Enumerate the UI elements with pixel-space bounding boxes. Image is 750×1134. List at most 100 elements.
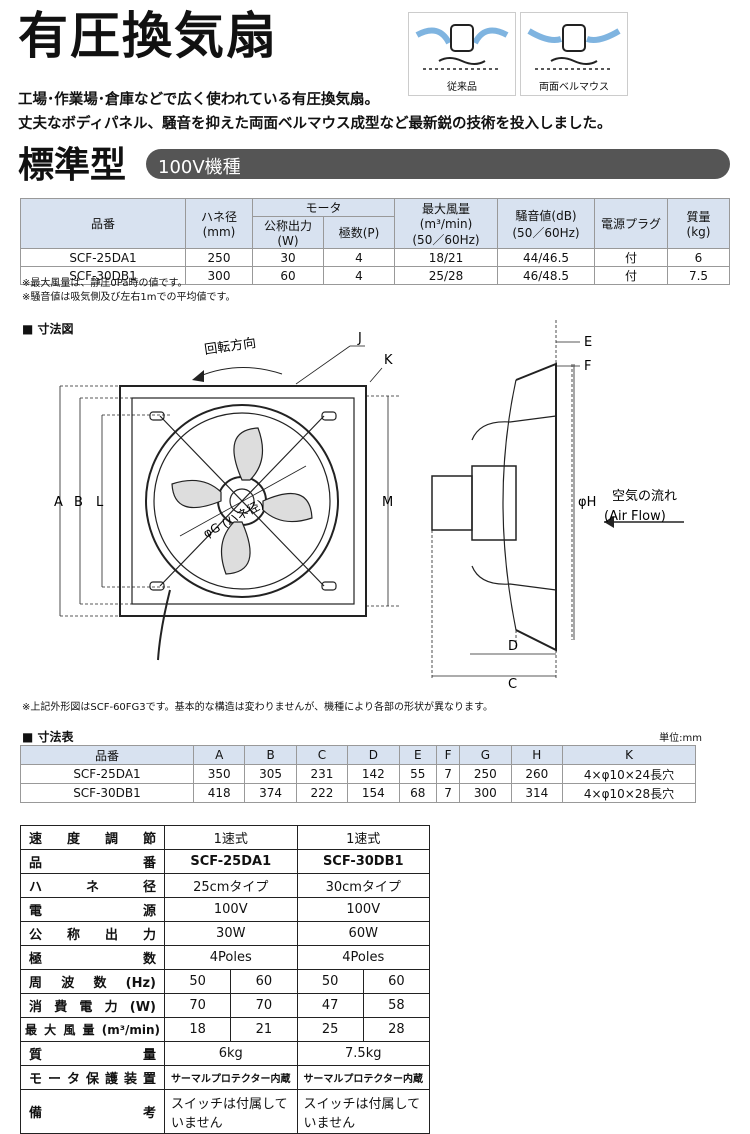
spec-value: SCF-30DB1 — [296, 849, 430, 874]
spec-value: 70 — [163, 993, 232, 1018]
cell: 60 — [252, 266, 324, 285]
cell: 18/21 — [394, 248, 498, 267]
cell: 142 — [347, 764, 400, 784]
note-noise: ※騒音値は吸気側及び左右1mでの平均値です。 — [22, 292, 236, 303]
airflow-label: 空気の流れ — [612, 488, 677, 504]
cell: 231 — [295, 764, 349, 784]
cell: 300 — [459, 783, 512, 803]
cell: 314 — [510, 783, 564, 803]
drawing-section-title: ■ 寸法図 — [22, 322, 74, 336]
spec-table: 品番 ハネ径(mm) モータ 最大風量(m³/min)(50／60Hz) 騒音値… — [20, 198, 730, 285]
spec-label: 備考 — [20, 1089, 165, 1134]
cell: 30 — [252, 248, 324, 267]
intro-line-2: 丈夫なボディパネル、騒音を抑えた両面ベルマウス成型など最新鋭の技術を投入しました… — [18, 116, 612, 132]
cell: 4 — [323, 266, 395, 285]
cell: 7 — [435, 783, 461, 803]
spec-label: 電源 — [20, 897, 165, 922]
col-motor: モータ — [252, 198, 395, 217]
dim-col: D — [347, 745, 400, 765]
cell: 374 — [244, 783, 297, 803]
col-noise: 騒音値(dB)(50／60Hz) — [497, 198, 595, 249]
spec-row-remarks: 備考スイッチは付属していませんスイッチは付属していません — [20, 1089, 430, 1134]
cell: 305 — [244, 764, 297, 784]
col-weight: 質量(kg) — [667, 198, 730, 249]
col-plug: 電源プラグ — [594, 198, 668, 249]
cell: SCF-25DA1 — [20, 248, 186, 267]
spec-label: 極数 — [20, 945, 165, 970]
spec-label: 公称出力 — [20, 921, 165, 946]
spec-label: 品番 — [20, 849, 165, 874]
spec-value: 70 — [230, 993, 298, 1018]
spec-label: 周波数(Hz) — [20, 969, 165, 994]
cell: 250 — [185, 248, 253, 267]
bellmouth-airflow-icon: 両面ベルマウス — [520, 12, 628, 96]
spec-value: 1速式 — [164, 825, 298, 850]
dimension-drawing: 回転方向 A B L M J K C D E F φH φG (ハネ径) 空気の… — [54, 320, 684, 690]
col-airflow-label: 最大風量(m³/min) — [419, 201, 473, 231]
dim-col: A — [192, 745, 246, 765]
dim-letter-L: L — [96, 495, 104, 510]
col-noise-label: 騒音値(dB) — [515, 208, 577, 223]
icon-caption-bellmouth: 両面ベルマウス — [539, 82, 609, 93]
spec-value: 60 — [230, 969, 298, 994]
cell: 250 — [459, 764, 512, 784]
dim-letter-J: J — [357, 331, 362, 346]
dim-col: E — [398, 745, 437, 765]
spec-label: 質量 — [20, 1041, 165, 1066]
cell: SCF-30DB1 — [20, 783, 194, 803]
cell: 付 — [594, 248, 668, 267]
dim-letter-F: F — [584, 359, 591, 374]
cell: 222 — [295, 783, 349, 803]
col-airflow-unit: (50／60Hz) — [412, 232, 480, 247]
dim-col: K — [562, 745, 696, 765]
spec-value: 50 — [296, 969, 364, 994]
voltage-badge: 100V機種 — [146, 149, 730, 179]
spec-value: 30W — [164, 921, 298, 946]
spec-value: 30cmタイプ — [296, 873, 430, 898]
spec-value: 18 — [163, 1017, 232, 1042]
cell: 46/48.5 — [497, 266, 595, 285]
col-model: 品番 — [20, 198, 186, 249]
spec-value: 100V — [164, 897, 298, 922]
spec-value: 60W — [296, 921, 430, 946]
note-airflow: ※最大風量は、静圧0Pa時の値です。 — [22, 278, 188, 289]
spec-value: サーマルプロテクター内蔵 — [296, 1065, 430, 1090]
section-title-standard: 標準型 — [18, 145, 127, 186]
spec-label: 消費電力(W) — [20, 993, 165, 1018]
col-weight-label: 質量 — [686, 210, 711, 224]
conventional-airflow-icon: 従来品 — [408, 12, 516, 96]
cell: 7 — [435, 764, 461, 784]
spec-value: 4Poles — [296, 945, 430, 970]
cell: 154 — [347, 783, 400, 803]
dim-letter-B: B — [74, 495, 83, 510]
dim-letter-K: K — [384, 353, 393, 368]
spec-value: 25 — [296, 1017, 364, 1042]
col-poles: 極数(P) — [323, 216, 395, 249]
cell: 350 — [192, 764, 246, 784]
rotation-label: 回転方向 — [203, 335, 257, 358]
col-blade-unit: (mm) — [202, 225, 236, 239]
cell: 260 — [510, 764, 564, 784]
drawing-note: ※上記外形図はSCF-60FG3です。基本的な構造は変わりませんが、機種により各… — [22, 702, 493, 713]
cell: 6 — [667, 248, 730, 267]
spec-value: 47 — [296, 993, 364, 1018]
cell: 付 — [594, 266, 668, 285]
spec-value: 50 — [163, 969, 232, 994]
cell: 4×φ10×24長穴 — [562, 764, 696, 784]
icon-caption-conventional: 従来品 — [447, 82, 477, 93]
spec-value: 58 — [362, 993, 431, 1018]
cell: 68 — [398, 783, 437, 803]
spec-value: 1速式 — [296, 825, 430, 850]
cell: SCF-25DA1 — [20, 764, 194, 784]
